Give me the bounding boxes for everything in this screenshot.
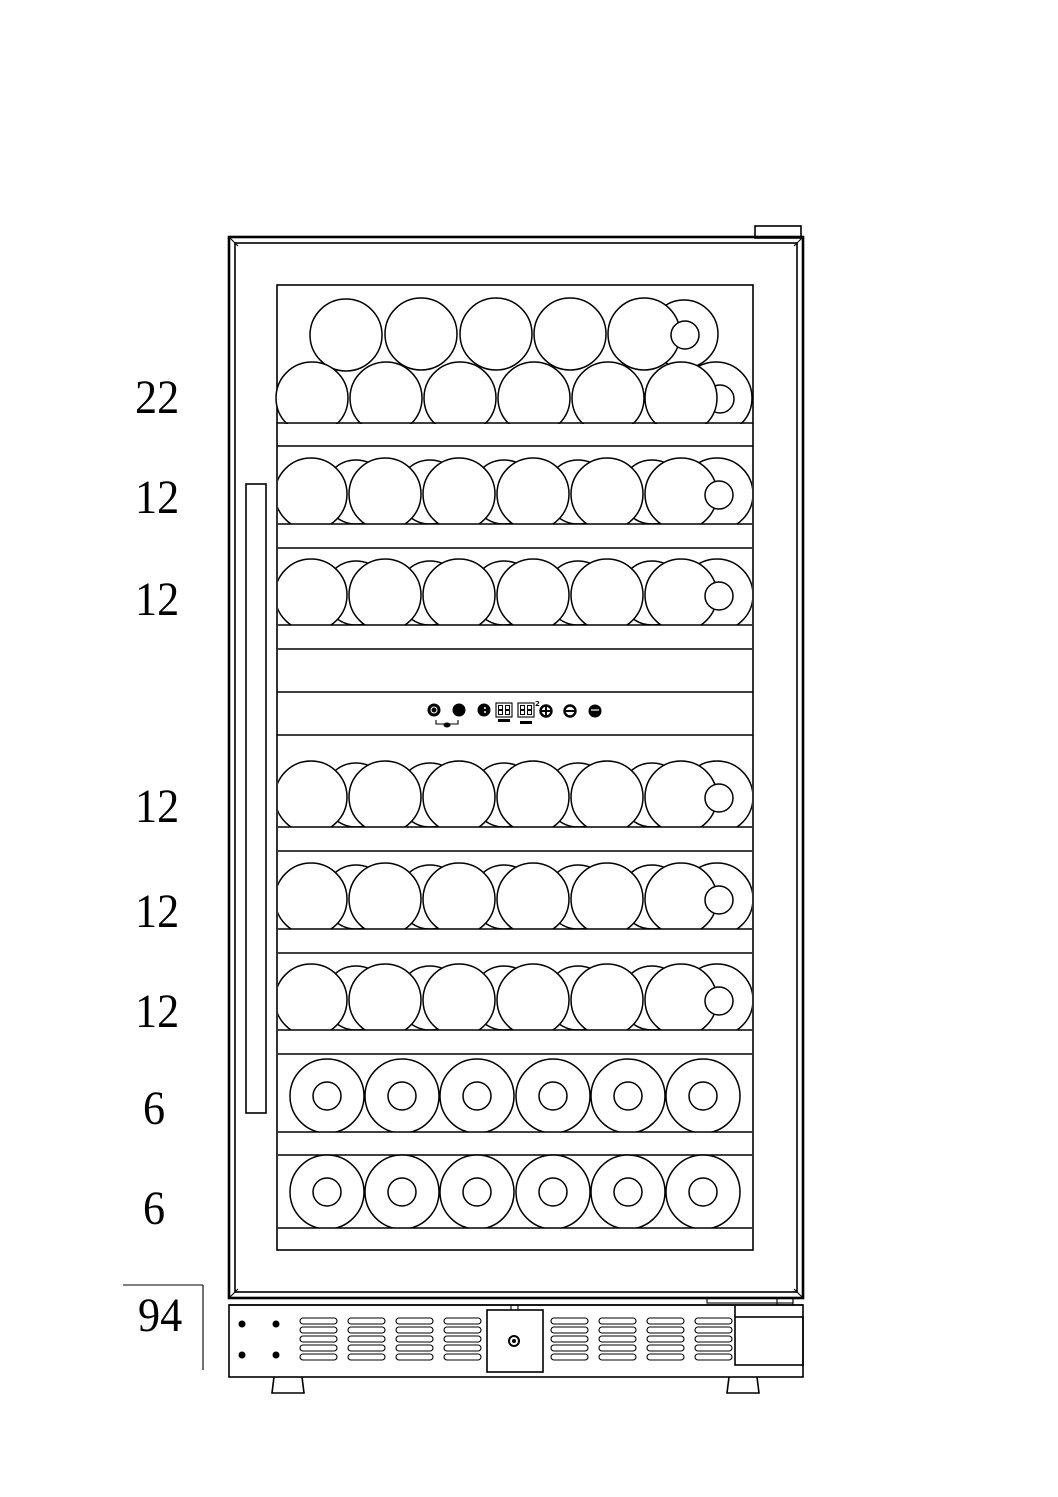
temp-up-button[interactable] bbox=[539, 704, 553, 718]
vent-slot bbox=[299, 1353, 338, 1361]
shelf-1 bbox=[275, 297, 753, 454]
base-kickplate bbox=[228, 1297, 804, 1378]
vent-slot bbox=[347, 1326, 386, 1334]
zone-select-button[interactable] bbox=[477, 703, 491, 717]
lower-zone-display: 2 bbox=[517, 700, 540, 724]
capacity-label-shelf-8: 6 bbox=[143, 1182, 166, 1235]
vent-slot bbox=[443, 1317, 482, 1325]
upper-zone-display bbox=[495, 702, 513, 722]
vent-slot bbox=[550, 1335, 589, 1343]
temp-down-button[interactable] bbox=[563, 704, 577, 718]
vent-slot bbox=[646, 1326, 685, 1334]
vent-slot bbox=[443, 1353, 482, 1361]
shelf-3 bbox=[278, 558, 752, 666]
door-handle[interactable] bbox=[245, 483, 267, 1114]
shelf-4 bbox=[278, 760, 752, 868]
screw-icon bbox=[238, 1351, 246, 1359]
vent-slot bbox=[646, 1317, 685, 1325]
vent-slot bbox=[395, 1326, 434, 1334]
shelf-8 bbox=[278, 1154, 752, 1249]
capacity-label-shelf-4: 12 bbox=[135, 780, 180, 833]
capacity-label-shelf-6: 12 bbox=[135, 985, 180, 1038]
capacity-label-shelf-7: 6 bbox=[143, 1082, 166, 1135]
vent-slot bbox=[598, 1326, 637, 1334]
vent-slot bbox=[347, 1353, 386, 1361]
vent-slot bbox=[347, 1344, 386, 1352]
shelf-6 bbox=[278, 963, 752, 1071]
vent-slot bbox=[598, 1344, 637, 1352]
right-foot bbox=[726, 1376, 760, 1394]
vent-slot bbox=[550, 1326, 589, 1334]
vent-slot bbox=[395, 1353, 434, 1361]
vent-slot bbox=[299, 1335, 338, 1343]
ventilation-grille bbox=[299, 1317, 733, 1361]
vent-slot bbox=[395, 1335, 434, 1343]
vent-slot bbox=[694, 1317, 733, 1325]
light-button[interactable] bbox=[427, 703, 441, 717]
base-height-label: 94 bbox=[138, 1289, 183, 1342]
vent-slot bbox=[299, 1317, 338, 1325]
vent-slot bbox=[694, 1353, 733, 1361]
shelf-7 bbox=[278, 1058, 752, 1156]
vent-slot bbox=[646, 1335, 685, 1343]
capacity-label-shelf-2: 12 bbox=[135, 471, 180, 524]
vent-slot bbox=[443, 1335, 482, 1343]
vent-slot bbox=[347, 1317, 386, 1325]
screw-icon bbox=[272, 1320, 280, 1328]
vent-slot bbox=[550, 1317, 589, 1325]
control-panel: 2 bbox=[427, 700, 602, 728]
left-foot bbox=[271, 1376, 305, 1394]
vent-slot bbox=[646, 1344, 685, 1352]
glass-window bbox=[276, 284, 754, 1251]
lock-bracket-icon bbox=[435, 720, 459, 728]
vent-slot bbox=[598, 1353, 637, 1361]
door-lock[interactable] bbox=[486, 1309, 544, 1373]
shelf-5 bbox=[278, 862, 752, 970]
svg-text:2: 2 bbox=[535, 700, 540, 708]
vent-slot bbox=[395, 1317, 434, 1325]
right-base-panel bbox=[734, 1316, 804, 1366]
unit-toggle-button[interactable] bbox=[588, 704, 602, 718]
vent-slot bbox=[299, 1326, 338, 1334]
shelf-2 bbox=[278, 457, 752, 565]
vent-slot bbox=[646, 1353, 685, 1361]
vent-slot bbox=[443, 1326, 482, 1334]
screw-icon bbox=[272, 1351, 280, 1359]
vent-slot bbox=[598, 1317, 637, 1325]
capacity-label-shelf-5: 12 bbox=[135, 885, 180, 938]
capacity-label-shelf-1: 22 bbox=[135, 371, 180, 424]
vent-slot bbox=[694, 1326, 733, 1334]
vent-slot bbox=[347, 1335, 386, 1343]
screw-icon bbox=[238, 1320, 246, 1328]
cabinet-door-frame bbox=[227, 235, 805, 1300]
vent-slot bbox=[598, 1335, 637, 1343]
vent-slot bbox=[299, 1344, 338, 1352]
vent-slot bbox=[443, 1344, 482, 1352]
keyhole-icon bbox=[508, 1335, 520, 1347]
capacity-label-shelf-3: 12 bbox=[135, 573, 180, 626]
vent-slot bbox=[694, 1335, 733, 1343]
vent-slot bbox=[550, 1353, 589, 1361]
vent-slot bbox=[694, 1344, 733, 1352]
vent-slot bbox=[395, 1344, 434, 1352]
power-button[interactable] bbox=[452, 703, 466, 717]
vent-slot bbox=[550, 1344, 589, 1352]
base-height-dimension bbox=[123, 1284, 204, 1370]
